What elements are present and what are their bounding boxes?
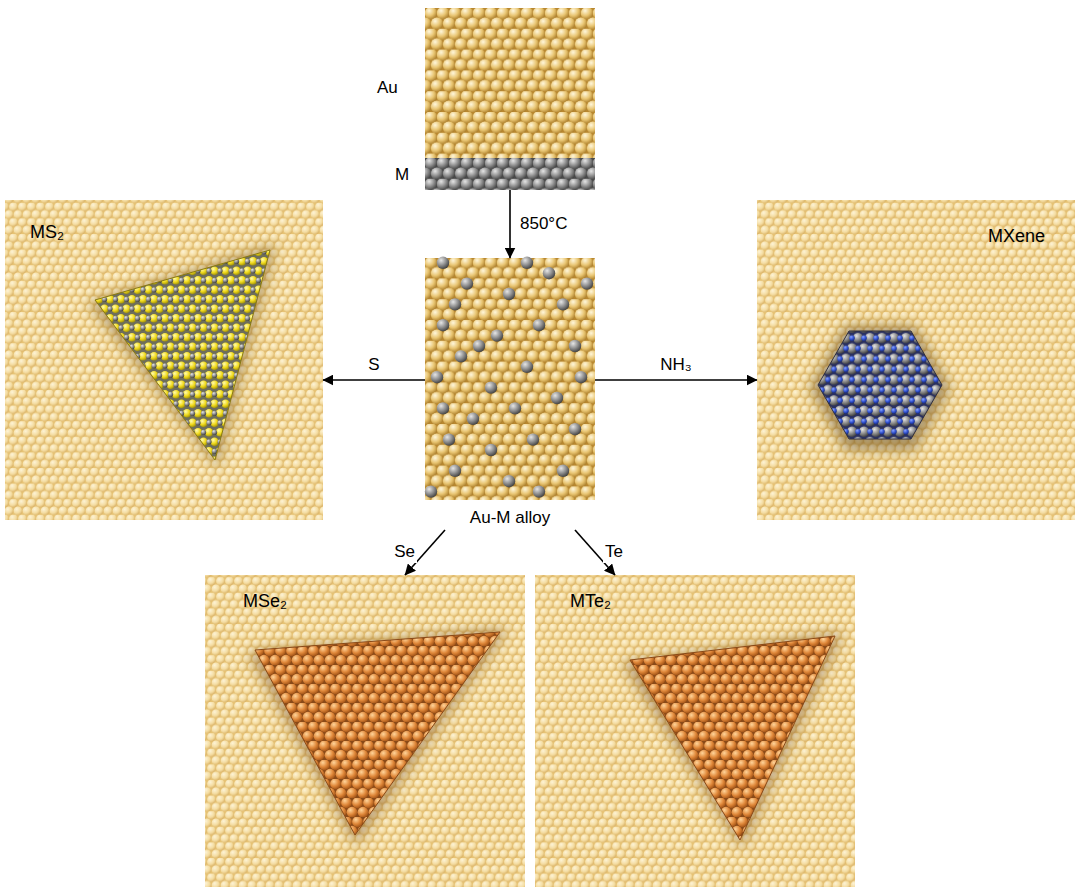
product-panel: MXene <box>757 200 1075 520</box>
alloy-slab: Au-M alloy <box>425 258 595 530</box>
mxene-illustration <box>757 200 1075 520</box>
alloy-illustration <box>425 257 595 500</box>
mse2-illustration <box>205 575 525 887</box>
au-on-metal-slab <box>425 8 595 190</box>
ms2-illustration <box>5 200 323 520</box>
reaction-arrow <box>323 379 425 381</box>
reagent-label: 850°C <box>518 214 569 234</box>
product-label: MSe₂ <box>243 591 287 613</box>
reagent-label: Te <box>603 542 625 562</box>
product-label: MXene <box>988 226 1045 248</box>
bilayer-slab: AuM <box>425 8 595 190</box>
product-label: MS₂ <box>30 222 64 244</box>
slab-label: Au-M alloy <box>425 508 595 528</box>
reagent-label: S <box>366 355 381 375</box>
reagent-label: NH₃ <box>658 355 693 375</box>
mte2-illustration <box>535 575 855 887</box>
product-panel: MSe₂ <box>205 575 525 887</box>
slab-label: M <box>395 165 409 185</box>
product-panel: MS₂ <box>5 200 323 520</box>
product-panel: MTe₂ <box>535 575 855 887</box>
reaction-arrow <box>595 379 757 381</box>
reaction-arrow <box>509 190 511 258</box>
slab-label: Au <box>377 78 398 98</box>
reagent-label: Se <box>392 542 417 562</box>
product-label: MTe₂ <box>570 591 611 613</box>
